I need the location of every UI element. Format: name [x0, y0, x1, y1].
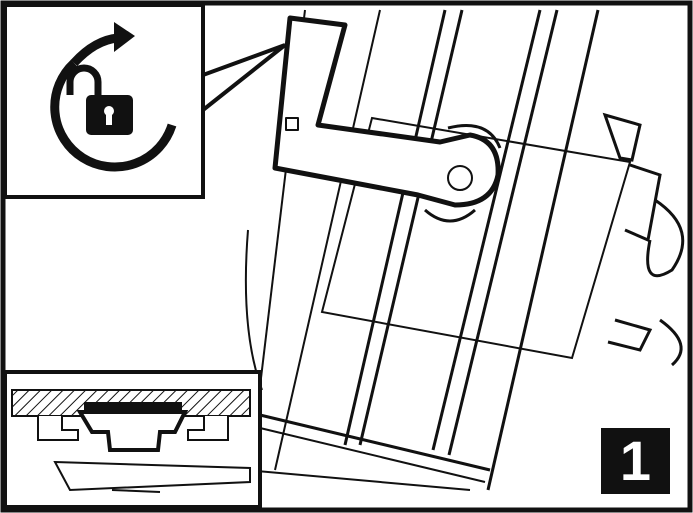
- unlock-rotate-icon: [50, 22, 177, 172]
- lever-pivot-washer: [424, 124, 502, 223]
- cover-plate: [320, 112, 685, 367]
- lock-lever: [272, 15, 501, 208]
- inset-detail-box: [3, 370, 262, 509]
- step-number-badge: 1: [601, 428, 670, 494]
